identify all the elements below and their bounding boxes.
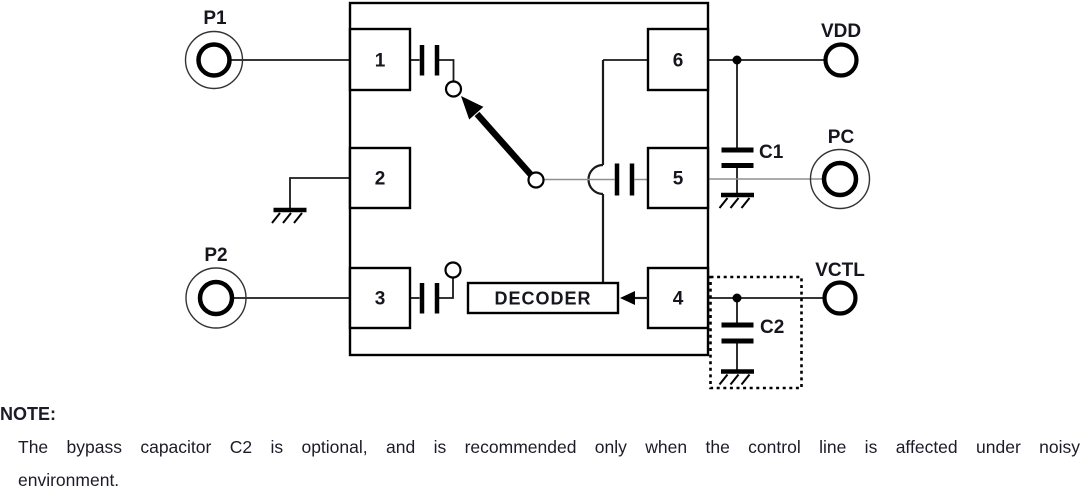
note-section: NOTE: The bypass capacitor C2 is optiona… xyxy=(0,402,1080,489)
ground-symbol-pin2 xyxy=(271,207,307,224)
terminal-vctl-label: VCTL xyxy=(815,260,865,281)
wire-pin2-ground xyxy=(289,177,350,208)
ground-hatch xyxy=(718,197,751,209)
wire-cap-contact1 xyxy=(439,59,455,82)
bypass-capacitor-plates xyxy=(721,147,754,344)
terminal-pc: PC xyxy=(809,127,871,210)
terminal-vctl-circle xyxy=(822,280,858,316)
pin-4-label: 4 xyxy=(673,289,684,310)
terminal-p1: P1 xyxy=(184,8,244,90)
decoder-arrowhead-icon xyxy=(620,291,635,305)
ground-hatch xyxy=(271,212,303,224)
pin-1-box xyxy=(348,27,412,92)
c2-label: C2 xyxy=(760,317,784,338)
pin-5-label: 5 xyxy=(673,169,684,190)
decoder-box xyxy=(466,281,620,315)
pin-2-box xyxy=(348,146,412,210)
ground-symbol-c1 xyxy=(718,192,754,209)
ground-symbol-c2 xyxy=(718,369,754,386)
terminal-pc-inner-circle xyxy=(821,160,859,198)
terminal-p1-inner-circle xyxy=(196,42,232,78)
terminal-p2-outer-ring xyxy=(185,267,247,329)
pin-5-box xyxy=(646,146,710,210)
terminal-vdd-circle xyxy=(823,42,859,78)
switch-wiper-arrow-shaft xyxy=(474,111,535,179)
pin-3-box xyxy=(348,266,412,330)
wires xyxy=(230,59,826,370)
pin-3-label: 3 xyxy=(375,289,386,310)
capacitor-plates xyxy=(419,45,635,314)
ground-hatch xyxy=(718,373,751,386)
wire-cap-contact3 xyxy=(439,277,454,299)
note-line-1: The bypass capacitor C2 is optional, and… xyxy=(18,437,1080,457)
pin-6-box xyxy=(646,27,710,92)
switch-wiper-arrowhead-icon xyxy=(461,96,484,120)
terminal-vdd: VDD xyxy=(821,21,861,78)
terminal-vdd-label: VDD xyxy=(821,21,861,42)
pin-4-box xyxy=(646,266,710,330)
terminal-p2: P2 xyxy=(185,245,247,329)
pin-1-label: 1 xyxy=(375,51,386,72)
pin-2-label: 2 xyxy=(375,169,386,190)
switch-contact-pin3 xyxy=(444,261,462,279)
decoder-label: DECODER xyxy=(494,289,591,309)
note-heading: NOTE: xyxy=(0,404,56,424)
terminal-p1-label: P1 xyxy=(203,8,227,29)
switch xyxy=(444,80,545,279)
terminal-pc-label: PC xyxy=(828,127,855,148)
note-line-2: environment. xyxy=(18,470,120,489)
junction-dot-vctl xyxy=(732,293,742,303)
junction-dot-vdd xyxy=(732,55,742,65)
pin-boxes: 1 2 3 6 5 4 xyxy=(348,27,710,330)
decoder-block: DECODER xyxy=(466,281,648,315)
circuit-diagram: 1 2 3 6 5 4 DECODER P1 xyxy=(184,1,871,390)
terminal-p2-label: P2 xyxy=(204,245,227,266)
terminal-p1-outer-ring xyxy=(184,30,244,90)
switch-contact-pin1 xyxy=(444,80,463,98)
terminal-pc-outer-ring xyxy=(809,148,871,210)
terminal-p2-inner-circle xyxy=(197,279,235,317)
c1-label: C1 xyxy=(759,142,784,163)
switch-common-contact xyxy=(527,171,545,189)
pin-6-label: 6 xyxy=(673,51,684,72)
signal-wires xyxy=(543,178,824,181)
note-body: The bypass capacitor C2 is optional, and… xyxy=(0,431,1080,489)
terminal-vctl: VCTL xyxy=(815,260,865,316)
optional-c2-dashed-box xyxy=(709,275,803,390)
